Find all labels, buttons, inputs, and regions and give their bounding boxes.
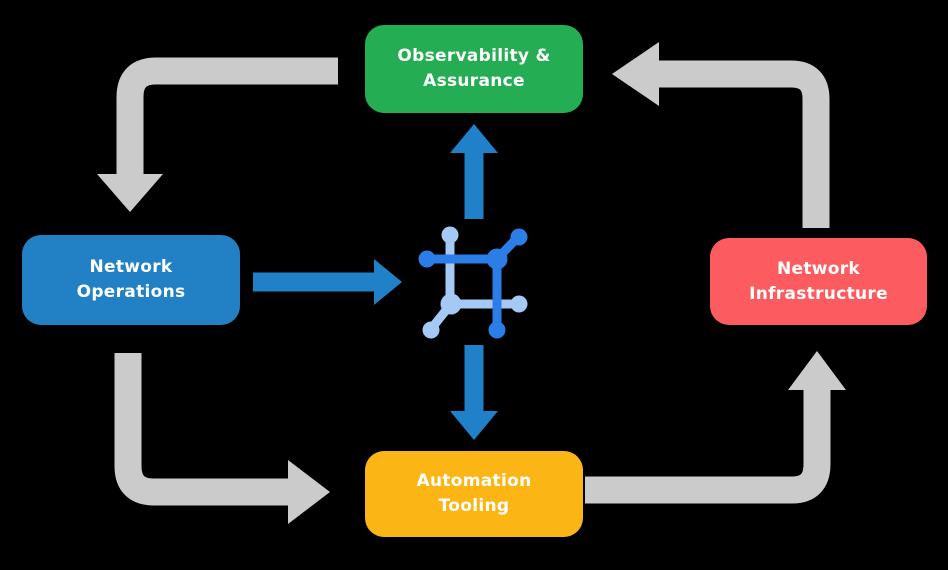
node-network-operations: Network Operations [22,235,240,325]
flow-arrow-center-to-observability [450,124,498,219]
arrowhead-down-icon [450,411,498,440]
arrowhead-right-icon [374,259,402,305]
arrowhead-right-icon [288,460,330,524]
arrow-shaft [585,389,831,504]
arrowhead-left-icon [612,42,659,106]
node-label-line: Observability & [397,46,551,66]
node-observability-assurance: Observability & Assurance [365,25,583,113]
mesh-node-bottom [488,321,506,339]
arrowhead-up-icon [788,351,846,390]
mesh-node-top-right-outer [510,228,528,246]
flow-arrow-observability-to-operations [97,57,338,212]
arrowhead-up-icon [450,124,498,153]
node-label-line: Tooling [438,496,510,516]
mesh-node-bottom-left-outer [422,321,440,339]
arrow-shaft [116,57,338,175]
arrow-shaft [114,353,289,506]
node-label-line: Assurance [423,71,525,91]
flow-arrow-center-to-automation [450,345,498,440]
mesh-node-top-right-corner [486,248,508,270]
node-label-line: Network [89,257,173,277]
mesh-node-right [510,295,528,313]
node-label-line: Infrastructure [749,283,888,304]
mesh-node-top [441,226,459,244]
network-mesh-icon [418,226,528,339]
node-network-infrastructure: Network Infrastructure [710,238,927,325]
node-label-line: Operations [76,282,186,302]
flow-arrow-operations-to-automation [114,353,330,524]
arrow-shaft [656,60,830,228]
arrowhead-down-icon [97,174,163,212]
node-label-line: Automation [416,471,532,491]
node-label-line: Network [776,258,861,279]
flow-arrow-automation-to-infrastructure [585,351,846,504]
mesh-node-bottom-left-corner [440,293,462,315]
mesh-node-left [418,250,436,268]
node-automation-tooling: Automation Tooling [365,451,583,537]
flow-arrow-infrastructure-to-observability [612,42,830,228]
flow-arrow-operations-to-center [253,259,402,305]
